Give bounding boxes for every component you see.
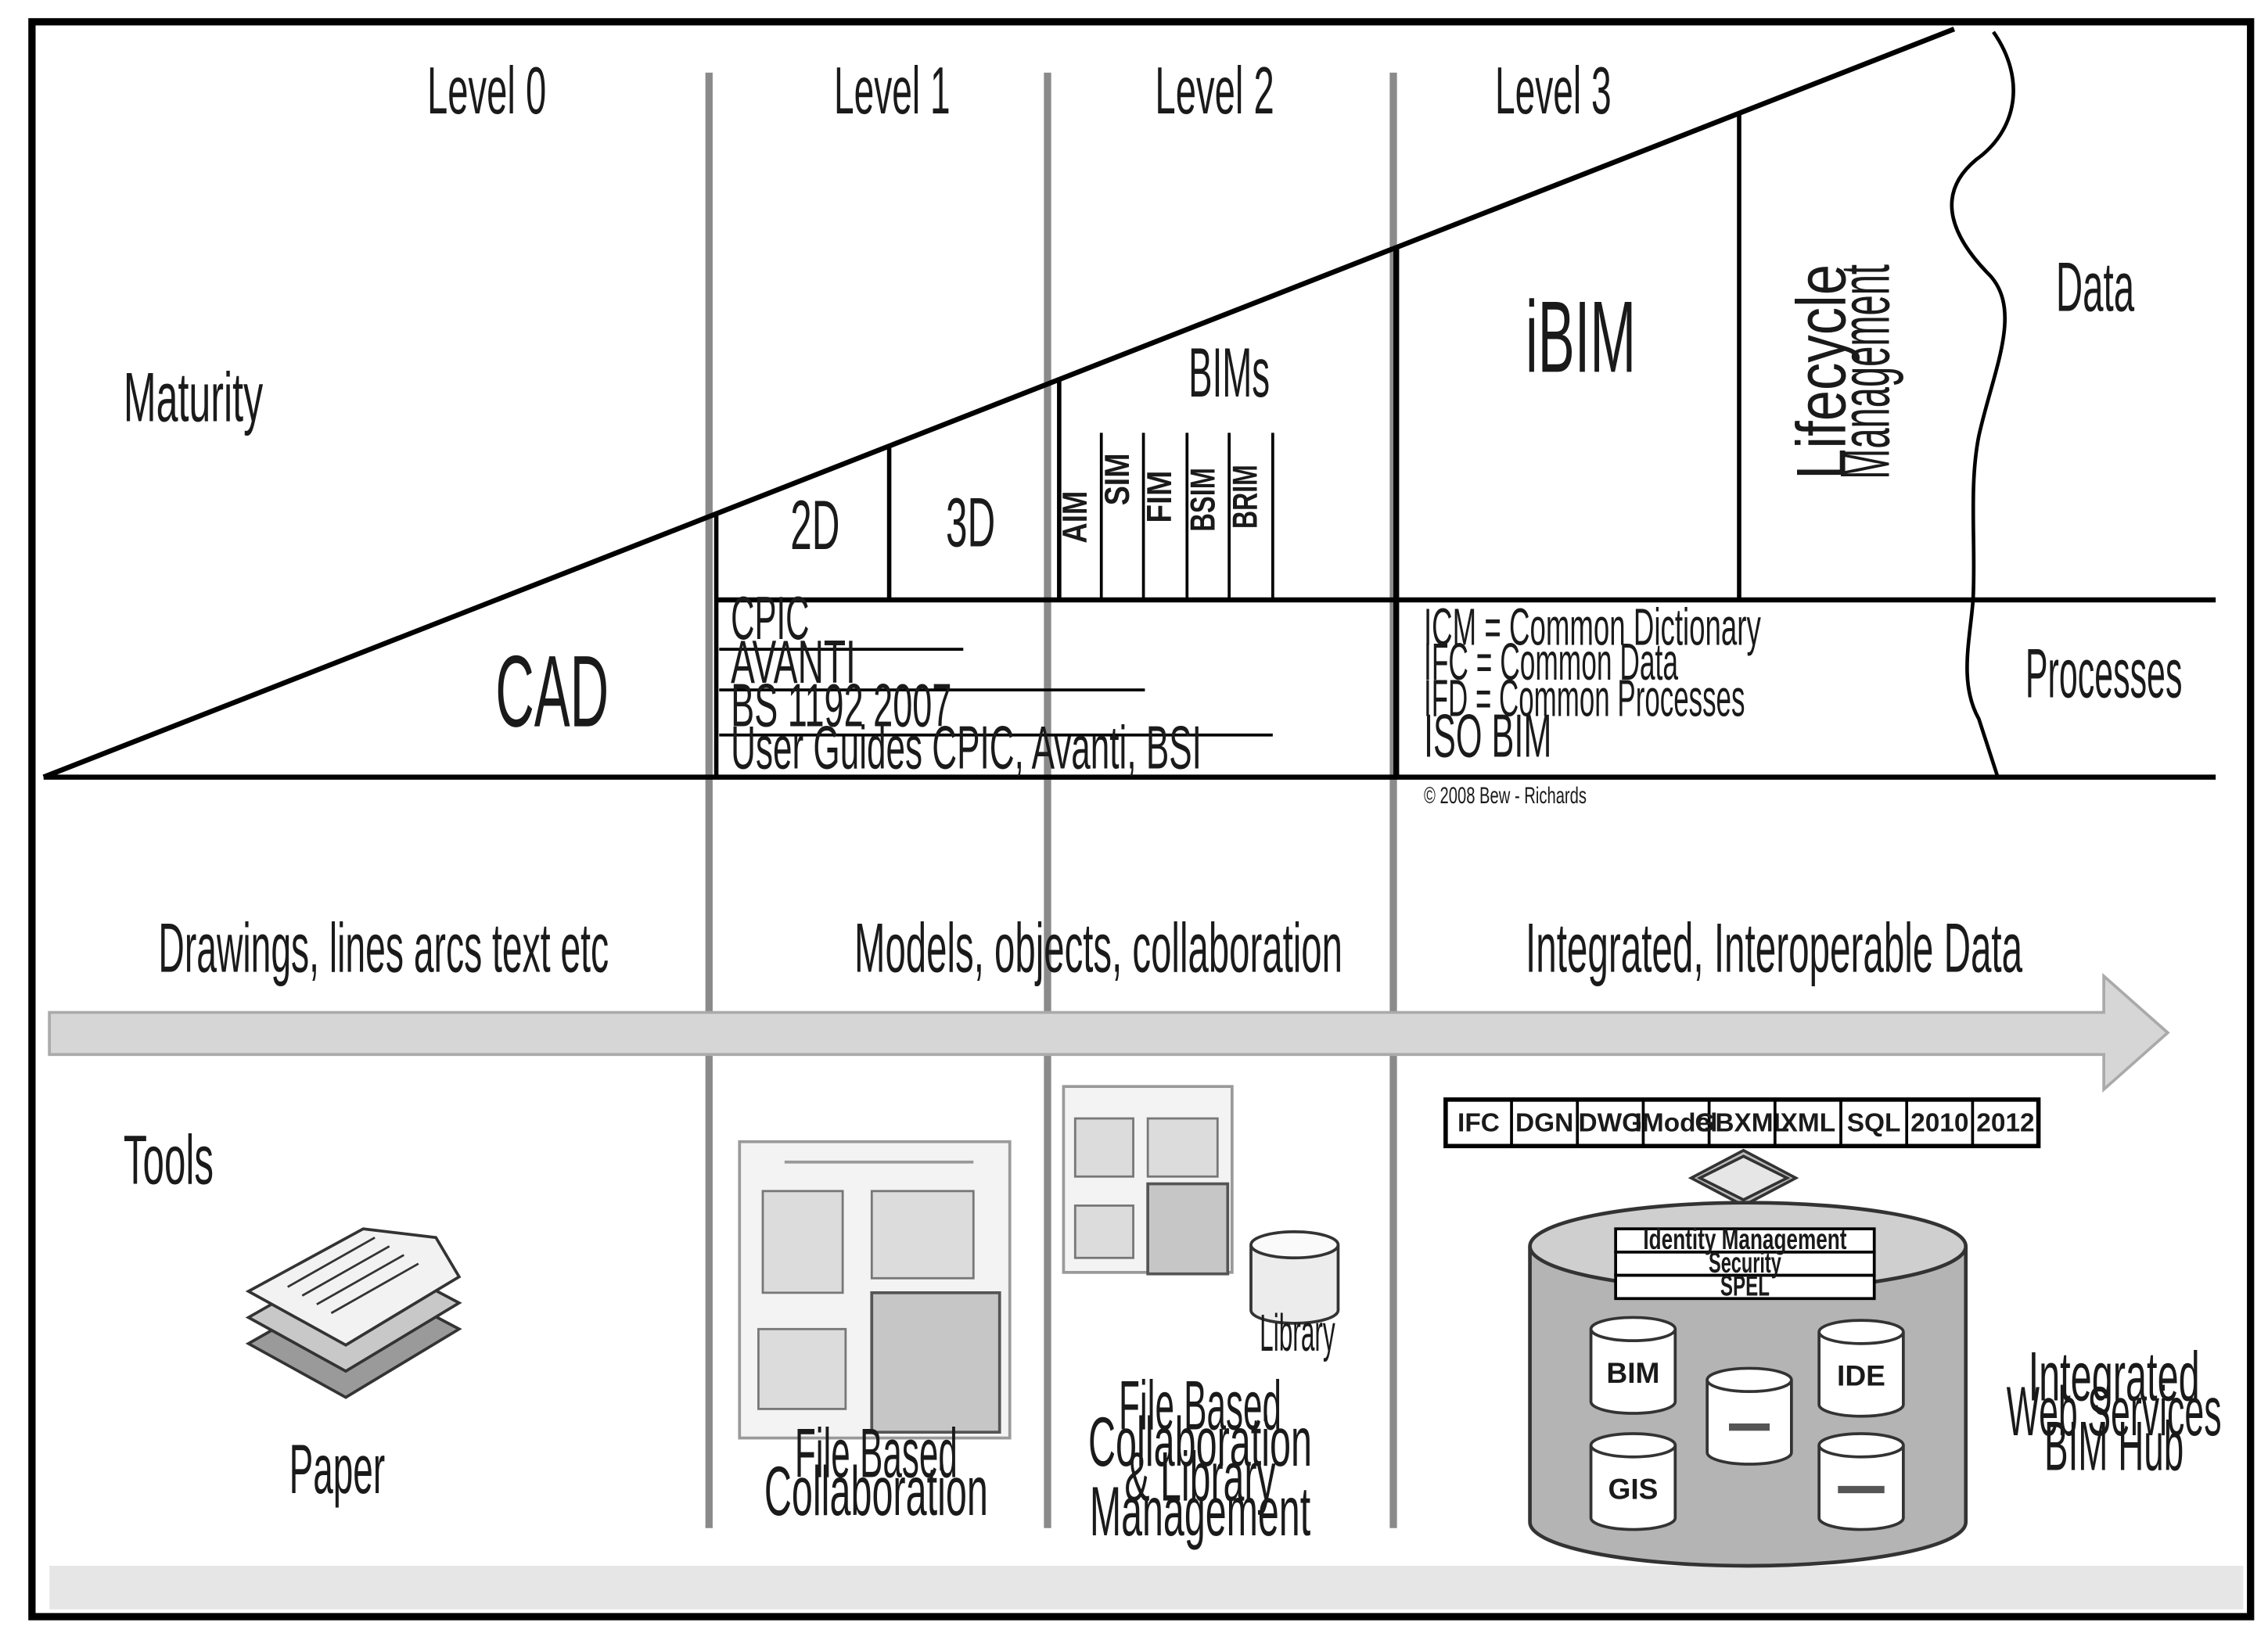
hub-layer-security: Security bbox=[1709, 1246, 1781, 1279]
standard-ifc: IFC = Common Data bbox=[1424, 633, 1678, 691]
library-cylinder-icon bbox=[1249, 1230, 1340, 1325]
file-lib-caption-line4: Management bbox=[1090, 1472, 1310, 1550]
format-2012: 2012 bbox=[1976, 1109, 2034, 1138]
standard-user-guides: User Guides CPIC, Avanti, BSI bbox=[731, 713, 1202, 781]
bim-types: AIM SIM FIM BSIM BRIM bbox=[1056, 433, 1274, 600]
format-gbxml: GBXML bbox=[1695, 1109, 1789, 1138]
hub-layer-spel: SPEL bbox=[1720, 1269, 1770, 1302]
format-dwg: DWG bbox=[1579, 1109, 1643, 1138]
paper-stack-icon bbox=[245, 1227, 462, 1399]
standards-level1: CPIC AVANTI BS 1192 2007 User Guides CPI… bbox=[719, 583, 1273, 781]
hub-db-ide: IDE bbox=[1837, 1359, 1885, 1392]
bim-type-bsim: BSIM bbox=[1184, 468, 1223, 532]
cad-label: CAD bbox=[495, 634, 609, 748]
ibim-label: iBIM bbox=[1526, 279, 1636, 393]
format-xml: XML bbox=[1781, 1109, 1836, 1138]
hub-caption-line2: Web Services bbox=[2007, 1372, 2222, 1450]
standard-avanti: AVANTI bbox=[731, 627, 856, 696]
file-lib-caption-line2: Collaboration bbox=[1088, 1402, 1312, 1481]
level-3-heading: Level 3 bbox=[1495, 54, 1612, 128]
format-imodel: IModel bbox=[1635, 1109, 1718, 1138]
paper-caption: Paper bbox=[289, 1430, 386, 1508]
file-lib-caption-line3: & Library bbox=[1124, 1437, 1275, 1515]
hub-caption-line3: BIM Hub bbox=[2044, 1406, 2184, 1484]
hub-databases: BIM GIS IDE bbox=[1589, 1316, 1905, 1531]
format-sql: SQL bbox=[1847, 1109, 1901, 1138]
format-2010: 2010 bbox=[1910, 1109, 1968, 1138]
file-collaboration-illustration bbox=[738, 1140, 1012, 1440]
bim-type-sim: SIM bbox=[1098, 453, 1137, 505]
level-1-heading: Level 1 bbox=[834, 54, 951, 128]
caption-level0: Drawings, lines arcs text etc bbox=[158, 908, 609, 986]
library-label: Library bbox=[1260, 1304, 1335, 1362]
standard-iso-bim: ISO BIM bbox=[1424, 702, 1551, 770]
2d-label: 2D bbox=[790, 486, 839, 564]
level-2-heading: Level 2 bbox=[1155, 54, 1274, 128]
format-ifc: IFC bbox=[1457, 1109, 1500, 1138]
bim-type-fim: FIM bbox=[1141, 471, 1179, 523]
3d-label: 3D bbox=[946, 483, 995, 561]
caption-level3: Integrated, Interoperable Data bbox=[1526, 908, 2022, 986]
bottom-band bbox=[49, 1566, 2244, 1610]
connector-diamond-icon bbox=[1688, 1148, 1799, 1208]
maturity-label: Maturity bbox=[124, 358, 264, 436]
hub-db-gis: GIS bbox=[1608, 1473, 1658, 1506]
file-lib-caption-line1: File Based bbox=[1119, 1366, 1281, 1444]
standard-bs1192: BS 1192 2007 bbox=[731, 671, 951, 740]
triangle-hypotenuse bbox=[42, 27, 1956, 780]
wavy-data-edge bbox=[1950, 31, 2015, 778]
bim-type-brim: BRIM bbox=[1226, 465, 1264, 529]
standards-level3: ICM = Common Dictionary IFC = Common Dat… bbox=[1424, 598, 1761, 809]
processes-label: Processes bbox=[2025, 634, 2183, 712]
tools-label: Tools bbox=[124, 1121, 214, 1199]
hub-layer-identity: Identity Management bbox=[1643, 1222, 1846, 1255]
file-collab-caption-line1: File Based bbox=[795, 1414, 958, 1492]
data-label: Data bbox=[2056, 247, 2135, 325]
file-collab-caption-line2: Collaboration bbox=[764, 1452, 988, 1530]
hub-caption-line1: Integrated bbox=[2029, 1337, 2200, 1415]
standard-ifd: IFD = Common Processes bbox=[1424, 670, 1745, 728]
file-library-illustration bbox=[1062, 1085, 1234, 1276]
caption-level12: Models, objects, collaboration bbox=[854, 908, 1342, 986]
management-label: Management bbox=[1825, 264, 1903, 479]
standard-icm: ICM = Common Dictionary bbox=[1424, 598, 1761, 657]
progression-arrow bbox=[48, 972, 2170, 1093]
hub-layer-stack: Identity Management Security SPEL bbox=[1614, 1222, 1876, 1302]
level-0-heading: Level 0 bbox=[427, 54, 546, 128]
hub-db-bim: BIM bbox=[1606, 1356, 1659, 1389]
copyright-note: © 2008 Bew - Richards bbox=[1424, 783, 1587, 809]
lifecycle-label: Lifecycle bbox=[1782, 264, 1860, 479]
bim-type-aim: AIM bbox=[1056, 491, 1094, 544]
format-dgn: DGN bbox=[1515, 1109, 1573, 1138]
bims-label: BIMs bbox=[1188, 333, 1270, 411]
standard-cpic: CPIC bbox=[731, 583, 809, 652]
